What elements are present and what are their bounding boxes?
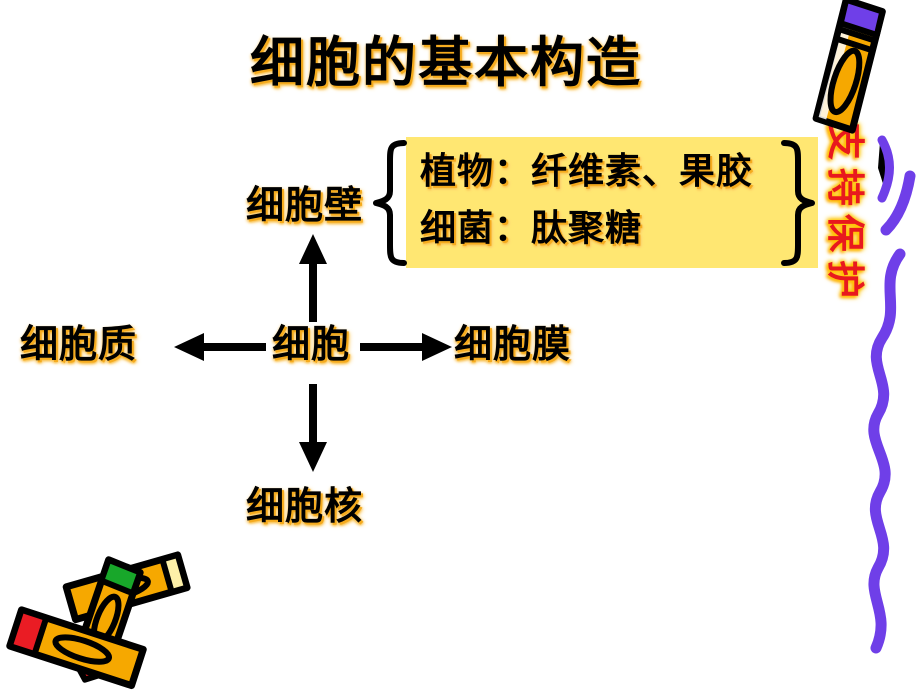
diagram-node-cell-membrane: 细胞膜: [454, 322, 572, 366]
crayons-icon: [6, 551, 191, 690]
diagram-node-nucleus: 细胞核: [246, 484, 364, 528]
callout-box: 植物：纤维素、果胶 细菌：肽聚糖: [406, 137, 818, 268]
right-brace-icon: [781, 140, 815, 266]
arrow-left-icon: [174, 333, 266, 361]
purple-squiggle-icon: [868, 135, 916, 654]
diagram-node-cell-wall: 细胞壁: [246, 183, 364, 227]
arrow-down-icon: [299, 384, 327, 472]
diagram-node-cell: 细胞: [272, 322, 351, 366]
crayon-icon: [812, 0, 886, 134]
arrow-right-icon: [360, 333, 452, 361]
page-title: 细胞的基本构造: [250, 31, 642, 94]
arrow-up-icon: [299, 234, 327, 322]
callout-line-bacteria: 细菌：肽聚糖: [420, 208, 643, 249]
diagram-node-cytoplasm: 细胞质: [20, 322, 138, 366]
left-brace-icon: [373, 140, 407, 266]
callout-line-plant: 植物：纤维素、果胶: [420, 151, 754, 192]
